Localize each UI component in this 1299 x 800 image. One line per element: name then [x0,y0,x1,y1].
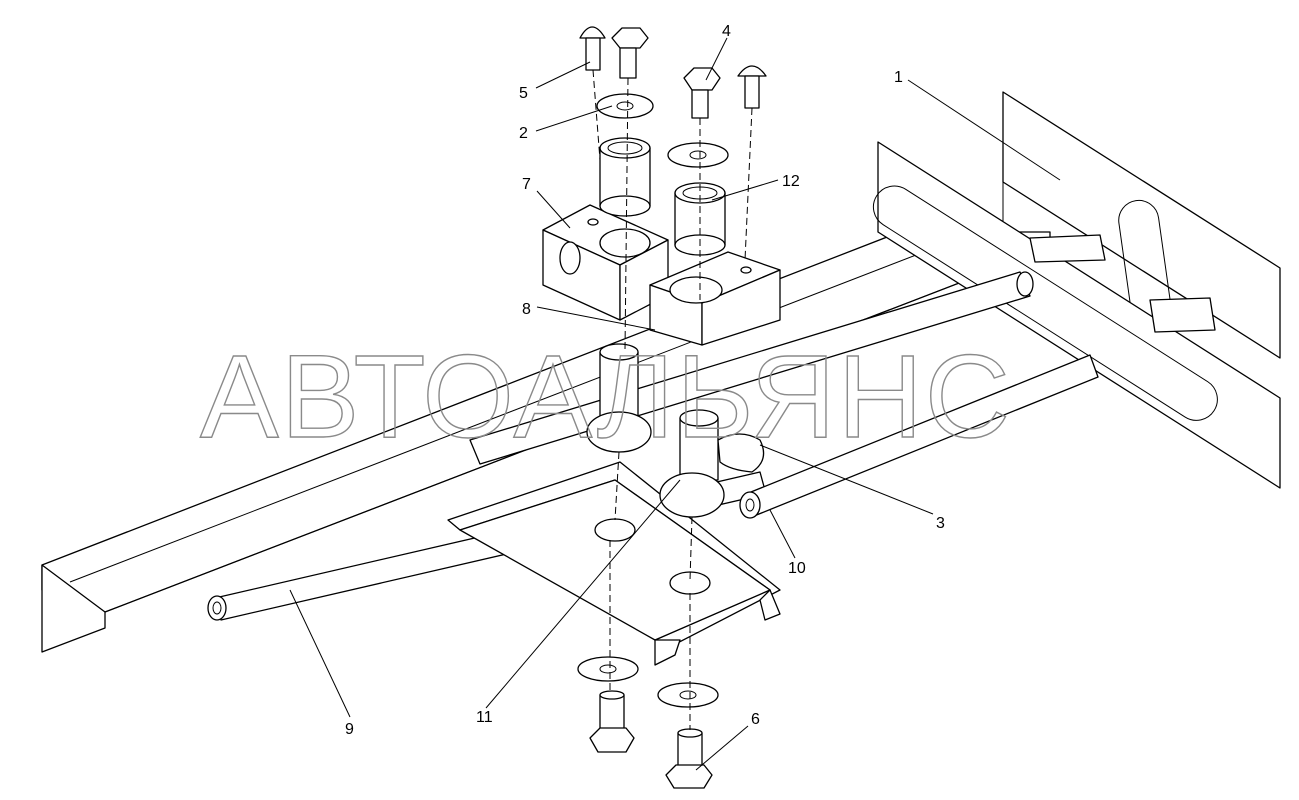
cross-rods [1029,234,1216,333]
hex-bolt-4 [683,67,721,119]
leader-lines [289,37,1061,771]
callout-12: 12 [782,173,800,190]
hex-bolt-6-right [665,728,713,789]
washer-lower-left [577,656,639,682]
hex-bolt-top-left [611,27,649,79]
front-slotted-plate [872,141,1281,489]
watermark-text: АВТОАЛЬЯНС [200,331,1012,463]
callout-5: 5 [519,85,528,102]
callout-6: 6 [751,711,760,728]
hinge-left [586,343,652,453]
callout-10: 10 [788,560,806,577]
callout-11: 11 [476,709,493,726]
callout-7: 7 [522,176,531,193]
callout-9: 9 [345,721,354,738]
callout-8: 8 [522,301,531,318]
washer-upper-right [667,142,729,168]
callout-1: 1 [894,69,903,86]
hex-bolt-6-left [589,690,635,753]
hinge-11 [659,409,765,518]
bushing-12 [674,182,726,256]
washer-lower-right [657,682,719,708]
washer-2 [596,93,654,119]
callout-2: 2 [519,125,528,142]
inner-rod-10 [739,354,1099,519]
screw-top-right [737,65,767,109]
callout-3: 3 [936,515,945,532]
bushing-left [599,137,651,217]
lower-u-bracket [447,461,781,666]
assembly-axes [592,69,753,730]
callout-4: 4 [722,23,731,40]
block-8 [649,251,781,346]
callouts: 1 2 3 4 5 6 7 8 9 10 11 12 [345,23,945,738]
screw-5 [579,26,606,71]
block-7 [542,204,669,321]
